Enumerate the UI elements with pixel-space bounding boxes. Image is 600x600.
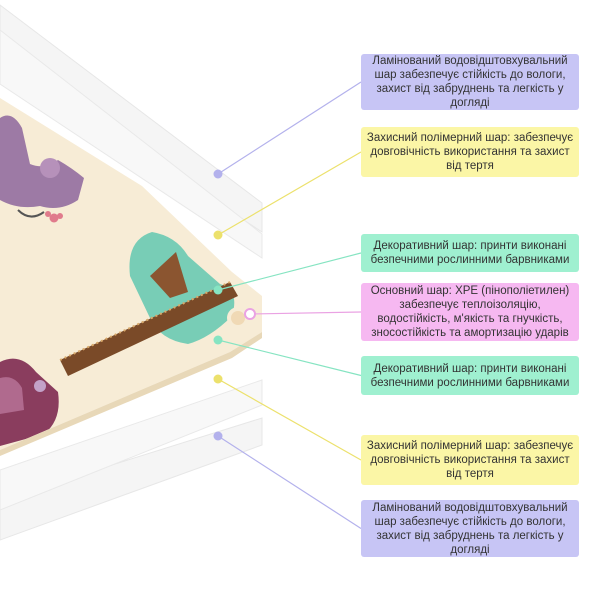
connector-line-protective-top — [217, 151, 362, 236]
connector-dot-core — [244, 308, 256, 320]
connector-dot-decorative-bottom — [213, 335, 223, 345]
face-print — [17, 209, 45, 218]
laminated-sheet-bottom — [0, 417, 263, 541]
label-decorative-top: Декоративний шар: принти виконані безпеч… — [361, 234, 579, 272]
laminated-sheet-top — [0, 4, 263, 233]
label-laminated-bottom: Ламінований водовідштовхувальний шар заб… — [361, 500, 579, 557]
ruler-print — [60, 282, 238, 376]
connector-dot-protective-bottom — [213, 374, 223, 384]
connector-line-laminated-bottom — [217, 435, 362, 530]
connector-line-protective-bottom — [217, 378, 362, 461]
connector-dot-laminated-bottom — [213, 431, 223, 441]
connector-dot-laminated-top — [213, 169, 223, 179]
label-laminated-top: Ламінований водовідштовхувальний шар заб… — [361, 54, 579, 110]
label-core: Основний шар: XPE (пінополіетилен) забез… — [361, 283, 579, 341]
protective-sheet-bottom — [0, 379, 263, 511]
elephant-print-top — [0, 115, 84, 208]
label-protective-top: Захисний полімерний шар: забезпечує довг… — [361, 127, 579, 177]
connector-dot-protective-top — [213, 230, 223, 240]
connector-line-core — [249, 311, 362, 315]
label-protective-bottom: Захисний полімерний шар: забезпечує довг… — [361, 435, 579, 485]
protective-sheet-top — [0, 29, 263, 259]
connector-line-laminated-top — [217, 81, 362, 175]
label-decorative-bottom: Декоративний шар: принти виконані безпеч… — [361, 356, 579, 395]
connector-line-decorative-bottom — [217, 339, 362, 377]
connector-dot-decorative-top — [213, 285, 223, 295]
connector-line-decorative-top — [217, 252, 362, 291]
trunk-print — [150, 252, 188, 298]
mat-illustration — [0, 98, 262, 456]
